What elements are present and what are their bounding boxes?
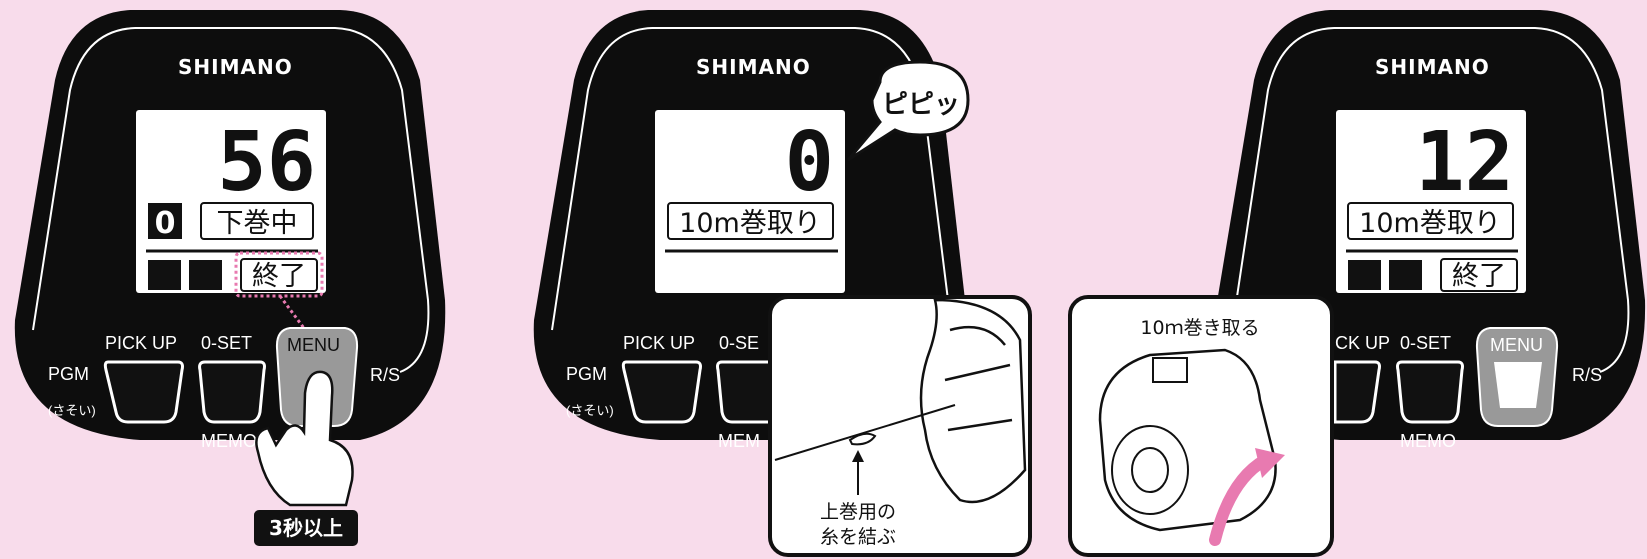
rs-label: R/S — [370, 365, 400, 385]
memo-label: MEMO — [201, 431, 257, 451]
lcd-block-2 — [189, 260, 222, 290]
reel-body-outline-1 — [32, 27, 430, 373]
reel-sketch-2 — [919, 298, 1027, 504]
press-duration-label: 3秒以上 — [269, 516, 343, 540]
wind-arrow — [1209, 454, 1271, 546]
mode-box-2 — [667, 202, 834, 240]
finger-hand — [255, 370, 354, 507]
pgm-button-3[interactable] — [1333, 360, 1381, 424]
brand-logo-2: SHIMANO — [696, 55, 811, 79]
menu-button-face-3 — [1494, 362, 1542, 408]
mode-label-2: 10m巻取り — [679, 208, 821, 239]
inset-caption-line1: 上巻用の — [820, 501, 896, 523]
highlight-dotted-box — [234, 251, 324, 298]
depth-readout-2: 0 — [785, 115, 834, 210]
menu-label-3: MENU — [1490, 335, 1543, 355]
zero-set-button-2[interactable] — [716, 360, 772, 424]
menu-label: MENU — [287, 335, 340, 355]
line-knot — [848, 432, 877, 446]
caption-arrowhead — [852, 450, 864, 462]
mode-box-3 — [1347, 202, 1514, 240]
reel-spool-inner — [1131, 447, 1169, 493]
brand-logo: SHIMANO — [178, 55, 293, 79]
reel-lcd-sketch — [1152, 357, 1188, 383]
memo-label-2: MEM — [718, 431, 760, 451]
depth-readout-3: 12 — [1415, 115, 1514, 210]
line-tie-inset — [768, 295, 1032, 557]
mode-label-3: 10m巻取り — [1359, 208, 1501, 239]
pgm-button[interactable] — [103, 360, 184, 424]
zero-set-button[interactable] — [198, 360, 266, 424]
brand-logo-3: SHIMANO — [1375, 55, 1490, 79]
status-label: 下巻中 — [217, 208, 298, 239]
rs-label-3: R/S — [1572, 365, 1602, 385]
pick-up-label-3: ICK UP — [1330, 333, 1390, 353]
zero-set-label: 0-SET — [201, 333, 252, 353]
panel-3: SHIMANO 12 10m巻取り 終了 ICK UP 0-SET MEMO R… — [1068, 10, 1646, 557]
pgm-sub-label: (さそい) — [48, 403, 96, 418]
panel-2: SHIMANO 0 10m巻取り ピピッ PICK UP 0-SE PGM (さ… — [533, 10, 1032, 557]
finish-box-3 — [1440, 258, 1518, 292]
beep-bubble — [846, 60, 970, 162]
reel-spool-sketch — [1111, 425, 1189, 515]
pgm-sub-label-2: (さそい) — [566, 403, 614, 418]
panel-1: SHIMANO 56 0 下巻中 終了 PICK UP 0-SET PGM (さ… — [14, 10, 446, 546]
finish-label-3: 終了 — [1452, 261, 1506, 292]
inset-title-3: 10ｍ巻き取る — [1140, 317, 1259, 339]
lcd-block-3a — [1348, 260, 1381, 290]
pgm-label: PGM — [48, 364, 89, 384]
pick-up-label: PICK UP — [105, 333, 177, 353]
beep-text: ピピッ — [882, 90, 960, 120]
press-duration-badge — [254, 510, 358, 546]
lcd-block-1 — [148, 260, 181, 290]
fishing-line — [774, 404, 956, 461]
pgm-label-2: PGM — [566, 364, 607, 384]
wind-arrowhead — [1255, 448, 1285, 478]
highlight-pointer — [278, 295, 320, 348]
inset-caption-line2: 糸を結ぶ — [820, 526, 896, 548]
zero-set-label-2: 0-SE — [719, 333, 759, 353]
mode-indicator: 0 — [155, 206, 176, 241]
lcd-block-3b — [1389, 260, 1422, 290]
lcd-screen-3 — [1336, 110, 1526, 293]
depth-readout: 56 — [217, 115, 316, 210]
status-box — [200, 202, 314, 240]
finish-box — [240, 258, 318, 292]
lcd-screen-2 — [655, 110, 845, 293]
finish-label: 終了 — [252, 261, 306, 292]
mode-indicator-box — [148, 203, 182, 239]
reel-body-outline-3 — [1231, 27, 1630, 373]
lcd-screen-1 — [136, 110, 326, 293]
zero-set-button-3[interactable] — [1396, 360, 1464, 424]
pgm-button-2[interactable] — [621, 360, 702, 424]
pick-up-label-2: PICK UP — [623, 333, 695, 353]
memo-label-3: MEMO — [1400, 431, 1456, 451]
zero-set-label-3: 0-SET — [1400, 333, 1451, 353]
